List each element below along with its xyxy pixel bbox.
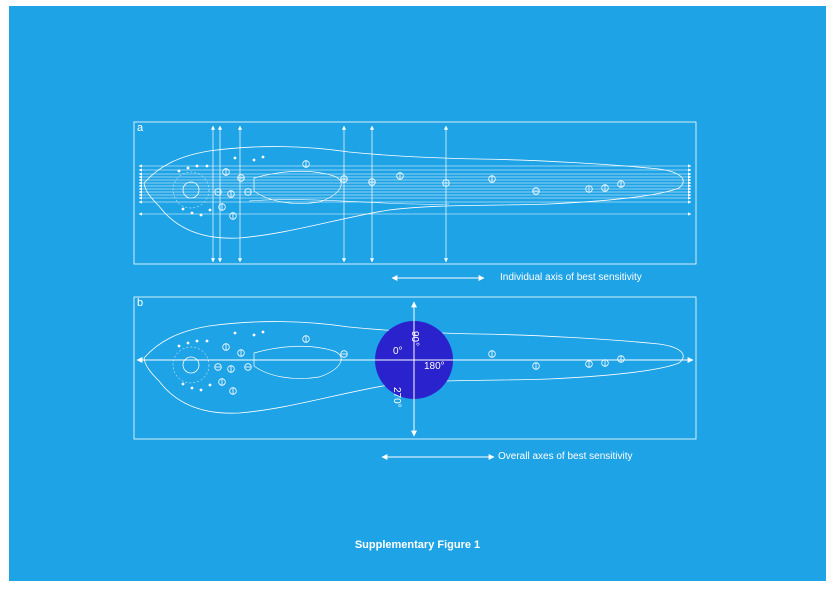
b-neuromast-5 <box>244 363 252 371</box>
figure-background: a b Individual axis of best sensitivity … <box>9 6 826 581</box>
b-neuromast-14 <box>617 355 625 363</box>
b-dot-3 <box>195 339 199 343</box>
b-neuromast-1 <box>222 343 230 351</box>
legend-label-b: Overall axes of best sensitivity <box>498 451 633 462</box>
a-dot-2 <box>186 166 190 170</box>
a-neuromast-16 <box>601 184 609 192</box>
b-neuromast-11 <box>532 362 540 370</box>
b-neuromast-2 <box>237 349 245 357</box>
a-dot-6 <box>252 158 256 162</box>
b-dot-10 <box>199 388 203 392</box>
b-neuromast-12 <box>585 360 593 368</box>
a-neuromast-12 <box>442 179 450 187</box>
a-neuromast-9 <box>340 175 348 183</box>
a-neuromast-14 <box>532 187 540 195</box>
b-neuromast-7 <box>229 387 237 395</box>
panel-b <box>133 296 697 460</box>
b-dot-4 <box>205 339 209 343</box>
b-dot-9 <box>190 386 194 390</box>
a-neuromast-4 <box>227 190 235 198</box>
a-neuromast-5 <box>244 188 252 196</box>
b-neuromast-8 <box>302 335 310 343</box>
fish-outline-b <box>143 321 684 414</box>
a-neuromast-11 <box>396 172 404 180</box>
legend-label-a: Individual axis of best sensitivity <box>500 272 642 283</box>
a-neuromast-3 <box>214 188 222 196</box>
a-dot-9 <box>190 211 194 215</box>
a-neuromast-8 <box>302 160 310 168</box>
panel-b-neuromasts <box>214 335 625 395</box>
panel-b-letter: b <box>137 297 144 309</box>
panel-a-vertical-axes <box>210 125 449 263</box>
a-neuromast-2 <box>237 174 245 182</box>
a-dot-10 <box>199 213 203 217</box>
a-neuromast-15 <box>585 185 593 193</box>
a-dot-5 <box>233 156 237 160</box>
b-neuromast-4 <box>227 365 235 373</box>
figure-caption: Supplementary Figure 1 <box>354 539 481 551</box>
angle-label-180: 180° <box>424 361 445 372</box>
angle-label-0: 0° <box>393 346 403 357</box>
angle-label-270: 270° <box>391 387 402 408</box>
background-rect <box>9 6 826 581</box>
a-neuromast-10 <box>368 178 376 186</box>
b-neuromast-10 <box>488 350 496 358</box>
a-dot-1 <box>177 169 181 173</box>
panel-a-frame <box>133 121 697 265</box>
fish-organ-b <box>253 345 342 379</box>
a-dot-7 <box>261 155 265 159</box>
b-neuromast-13 <box>601 359 609 367</box>
panel-a <box>133 121 697 281</box>
angle-label-90: 90° <box>409 331 420 347</box>
a-neuromast-17 <box>617 180 625 188</box>
a-neuromast-6 <box>218 203 226 211</box>
b-neuromast-6 <box>218 378 226 386</box>
panel-a-horizontal-axes <box>138 164 692 216</box>
b-dot-7 <box>261 330 265 334</box>
b-dot-2 <box>186 341 190 345</box>
b-neuromast-3 <box>214 363 222 371</box>
b-dot-1 <box>177 344 181 348</box>
a-neuromast-13 <box>488 175 496 183</box>
a-dot-4 <box>205 164 209 168</box>
a-dot-11 <box>208 208 212 212</box>
b-dot-11 <box>208 383 212 387</box>
panel-b-neuromast-dots <box>177 330 265 392</box>
b-dot-8 <box>181 382 185 386</box>
a-neuromast-7 <box>229 212 237 220</box>
b-dot-5 <box>233 331 237 335</box>
panel-a-neuromasts <box>214 160 625 220</box>
a-dot-8 <box>181 207 185 211</box>
panel-b-frame <box>133 296 697 440</box>
a-dot-3 <box>195 164 199 168</box>
a-neuromast-1 <box>222 168 230 176</box>
figure-svg <box>9 6 826 581</box>
b-neuromast-9 <box>340 350 348 358</box>
panel-a-letter: a <box>137 122 144 134</box>
b-dot-6 <box>252 333 256 337</box>
panel-a-neuromast-dots <box>177 155 265 217</box>
fish-eye-ring-b <box>172 346 210 384</box>
